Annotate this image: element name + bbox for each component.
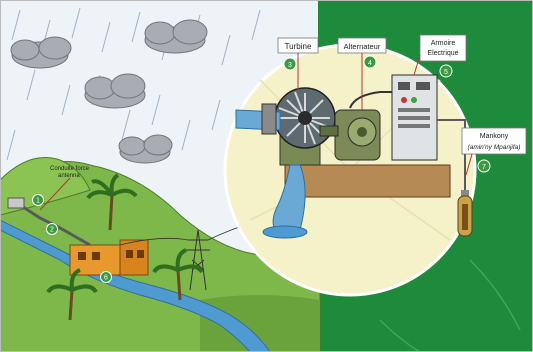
marker-5-label: 5 [444,69,448,76]
marker-6: 6 [101,272,112,283]
marker-2: 2 [47,224,58,235]
power-house [70,240,148,275]
marker-1-label: 1 [36,198,40,205]
cloud [85,74,145,108]
turbine-label: Turbine [285,42,312,51]
cabinet-label-line2: Electrique [427,50,458,57]
cloud [11,37,71,68]
water-splash [263,226,307,238]
marker-2-label: 2 [50,227,54,234]
cloud [145,20,207,53]
meter-label-line1: Mankony [480,133,509,140]
machine-base [285,165,450,197]
marker-7-label: 7 [482,164,486,171]
meter-label-line2: (amin'ny Mpanjifa) [468,144,521,151]
alternator-label: Alternateur [344,42,381,51]
intake [8,198,24,208]
marker-6-label: 6 [104,275,108,282]
marker-4-label: 4 [368,60,372,67]
inlet-valve [262,104,276,134]
marker-1: 1 [33,195,44,206]
cabinet-label-line1: Armoire [431,40,456,47]
hill-label-line1: Conduite force [50,166,90,172]
electric-cabinet [392,75,437,160]
marker-3-label: 3 [288,62,292,69]
hill-label-line2: antenna [58,173,80,179]
